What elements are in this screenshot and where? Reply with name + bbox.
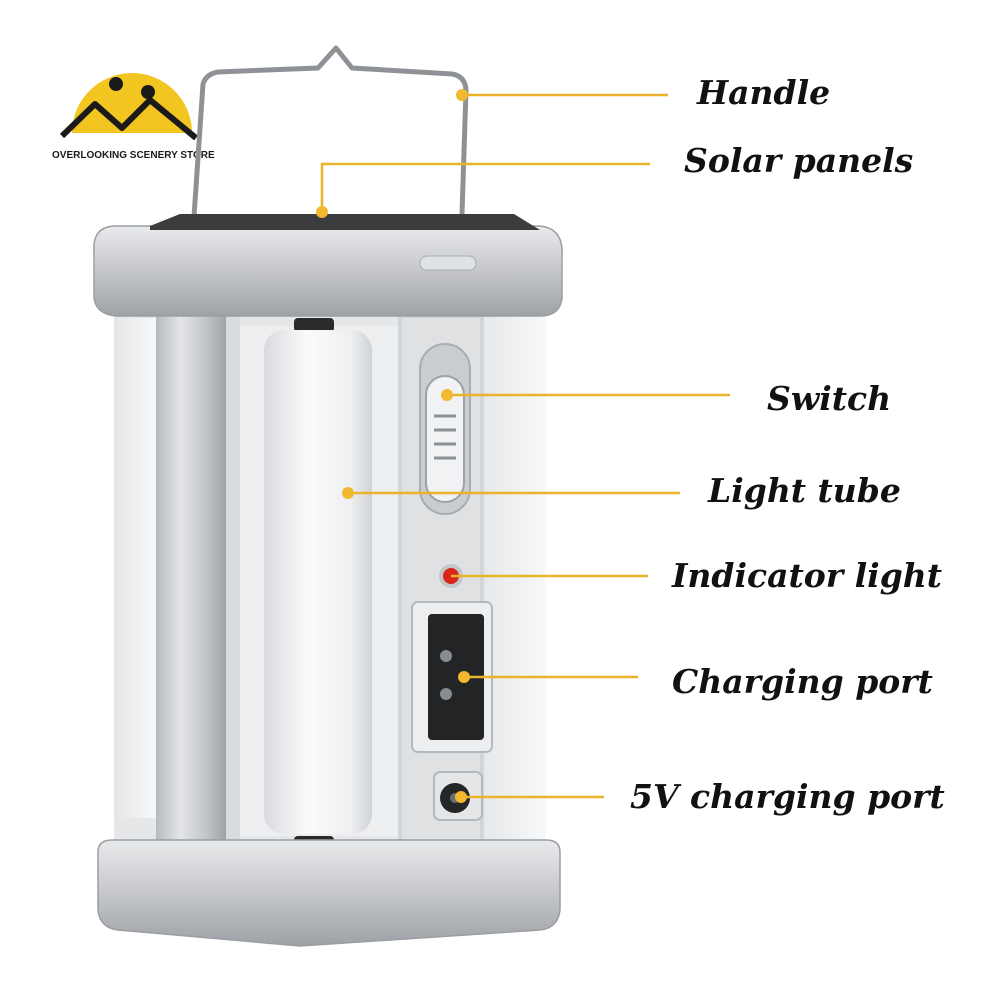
corner-pillar bbox=[156, 314, 226, 844]
cap-latch bbox=[419, 255, 477, 271]
label-indicator-light: Indicator light bbox=[671, 556, 942, 595]
leader-dots bbox=[316, 89, 470, 803]
label-switch: Switch bbox=[767, 379, 891, 418]
tube-cap-top bbox=[294, 318, 334, 332]
callout-labels: Handle Solar panels Switch Light tube In… bbox=[630, 73, 945, 816]
store-name: OVERLOOKING SCENERY STORE bbox=[52, 150, 215, 161]
base bbox=[97, 839, 561, 947]
switch-grip bbox=[434, 414, 456, 460]
leader-dot bbox=[456, 89, 468, 101]
ac-port-pins bbox=[440, 650, 452, 700]
leader-dot bbox=[316, 206, 328, 218]
person-head-icon bbox=[109, 77, 123, 91]
leader-lines bbox=[320, 93, 730, 799]
people-mountain-mark bbox=[59, 97, 198, 141]
handle-wire bbox=[189, 45, 469, 247]
sun-shape bbox=[72, 73, 192, 133]
store-logo: OVERLOOKING SCENERY STORE bbox=[52, 73, 215, 161]
label-light-tube: Light tube bbox=[707, 471, 901, 510]
label-charging-port: Charging port bbox=[672, 662, 933, 701]
person-head-icon bbox=[141, 85, 155, 99]
leader-dot bbox=[342, 487, 354, 499]
side-light-tube bbox=[118, 318, 158, 818]
label-handle: Handle bbox=[696, 73, 830, 112]
leader-dot bbox=[441, 389, 453, 401]
solar-lantern bbox=[93, 45, 563, 947]
light-tube bbox=[264, 330, 372, 834]
pillar-edge bbox=[226, 314, 240, 844]
solar-panel bbox=[150, 214, 540, 230]
leader-dot bbox=[458, 671, 470, 683]
label-solar-panels: Solar panels bbox=[684, 141, 913, 180]
ac-charging-port bbox=[428, 614, 484, 740]
right-side-light-tube bbox=[484, 306, 546, 852]
top-cap bbox=[93, 225, 563, 317]
leader-dot bbox=[455, 791, 467, 803]
switch-button bbox=[425, 375, 465, 503]
leader-line-solar-panels bbox=[320, 162, 650, 212]
label-5v-charging-port: 5V charging port bbox=[630, 777, 945, 816]
